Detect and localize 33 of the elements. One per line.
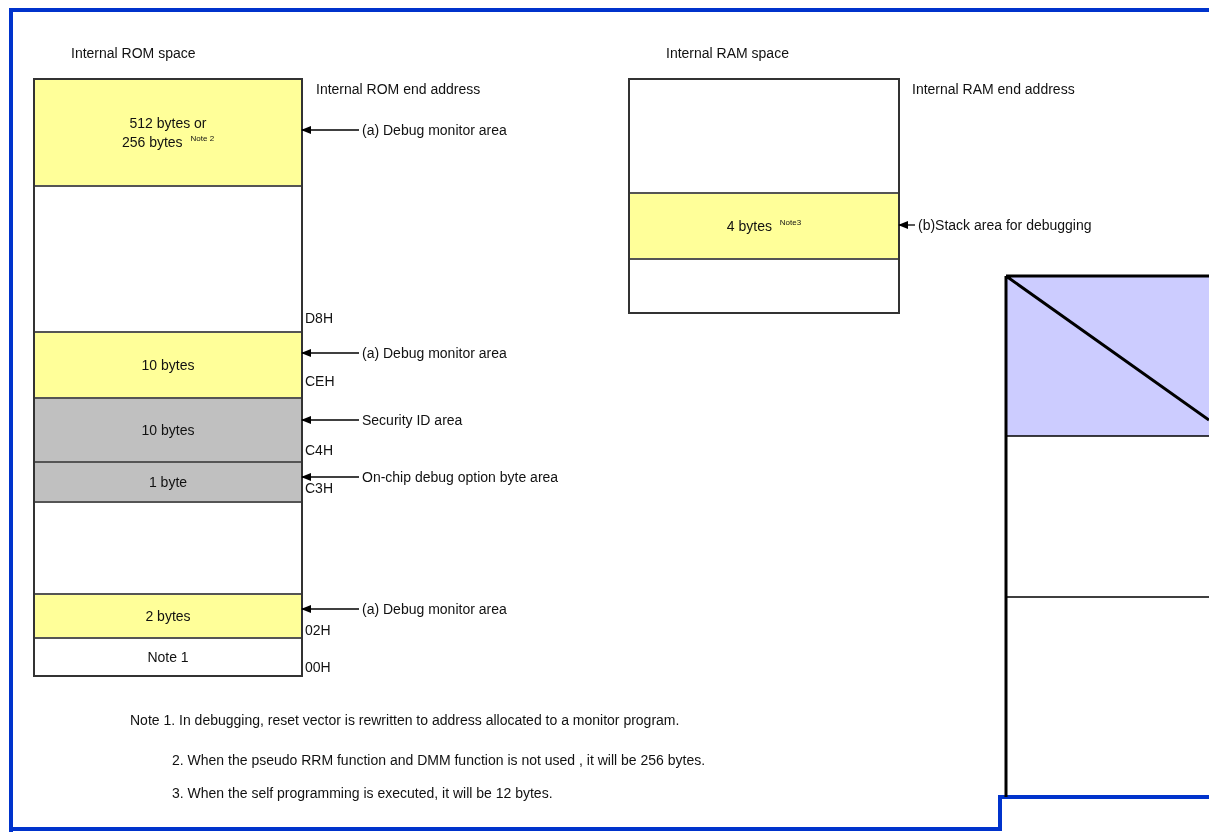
arrow (898, 221, 916, 229)
address-label: Internal ROM end address (316, 80, 481, 98)
area-annotation: Security ID area (362, 411, 463, 429)
arrow (301, 416, 360, 424)
memory-segment (35, 186, 301, 332)
address-value: C4H (305, 441, 333, 459)
memory-segment (35, 502, 301, 594)
address-value: CEH (305, 372, 335, 390)
memory-map-heading: Internal ROM space (71, 44, 196, 62)
area-annotation: On-chip debug option byte area (362, 468, 559, 486)
memory-segment: 512 bytes or 256 bytes $^{Note 2}$ (35, 80, 301, 186)
arrow (301, 473, 360, 481)
footnote: 3. When the self programming is executed, it will be 12 bytes. (172, 784, 553, 802)
area-annotation: (b)Stack area for debugging (918, 216, 1092, 234)
arrow (301, 349, 360, 357)
address-value: D8H (305, 309, 333, 327)
address-value: 02H (305, 621, 331, 639)
address-value: C3H (305, 479, 333, 497)
memory-segment: 1 byte (35, 462, 301, 502)
memory-segment: 10 bytes (35, 398, 301, 462)
arrow (301, 126, 360, 134)
area-annotation: (a) Debug monitor area (362, 121, 507, 139)
arrow (301, 605, 360, 613)
area-annotation: (a) Debug monitor area (362, 600, 507, 618)
address-value: 00H (305, 658, 331, 676)
footnote: Note 1. In debugging, reset vector is rewritten to address allocated to a monitor program. (130, 711, 680, 729)
memory-map-heading: Internal RAM space (666, 44, 789, 62)
area-annotation: (a) Debug monitor area (362, 344, 507, 362)
memory-segment: 10 bytes (35, 332, 301, 398)
address-label: Internal RAM end address (912, 80, 1075, 98)
memory-segment: 2 bytes (35, 594, 301, 638)
memory-segment: 4 bytes $^{Note3}$ (630, 193, 898, 259)
footnote: 2. When the pseudo RRM function and DMM function is not used , it will be 256 bytes. (172, 751, 706, 769)
